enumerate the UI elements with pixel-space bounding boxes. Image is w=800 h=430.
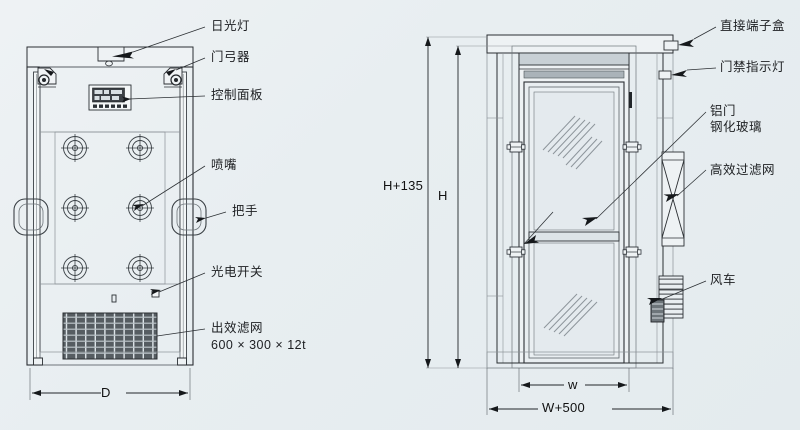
front-view-drawing <box>13 26 227 400</box>
nozzle-group <box>60 133 155 283</box>
dimension-w <box>518 368 630 392</box>
label-photoelectric-switch: 光电开关 <box>211 265 264 279</box>
dimension-label-w: w <box>568 377 578 392</box>
door-closer-right <box>163 67 183 88</box>
side-section-drawing <box>425 26 717 415</box>
label-control-panel: 控制面板 <box>211 88 264 102</box>
junction-box-graphic <box>663 39 694 51</box>
dimension-label-H-plus-135: H+135 <box>383 178 424 193</box>
outlet-filter-grille <box>62 312 158 360</box>
label-handle: 把手 <box>232 204 259 218</box>
label-hepa-filter: 高效过滤网 <box>710 163 776 177</box>
blower-fan-graphic <box>650 275 684 323</box>
label-door-closer: 门弓器 <box>211 50 251 64</box>
label-access-indicator-light: 门禁指示灯 <box>720 60 786 74</box>
handle-right <box>171 198 207 236</box>
access-indicator-graphic <box>658 70 687 80</box>
dimension-W-plus-500 <box>486 368 674 415</box>
label-junction-box: 直接端子盒 <box>720 19 786 33</box>
control-panel-graphic <box>88 84 132 111</box>
dimension-label-W-plus-500: W+500 <box>542 400 586 415</box>
label-fluorescent-lamp: 日光灯 <box>211 19 251 33</box>
handle-left <box>13 198 49 236</box>
dimension-H <box>455 45 512 368</box>
label-nozzle: 喷嘴 <box>211 158 238 172</box>
hepa-filter-graphic <box>661 151 685 247</box>
label-blower-fan: 风车 <box>710 273 737 287</box>
label-aluminum-door: 铝门 <box>710 104 737 118</box>
dimension-H-plus-135 <box>425 36 487 369</box>
dimension-D <box>29 368 191 400</box>
label-outlet-filter: 出效滤网 <box>211 321 264 335</box>
dimension-label-D: D <box>101 385 111 400</box>
dimension-label-H: H <box>438 188 448 203</box>
label-tempered-glass: 钢化玻璃 <box>710 120 763 134</box>
door-closer-left <box>37 67 57 88</box>
glass-reflection-hatch <box>542 115 603 170</box>
label-outlet-filter-size: 600 × 300 × 12t <box>211 338 307 352</box>
